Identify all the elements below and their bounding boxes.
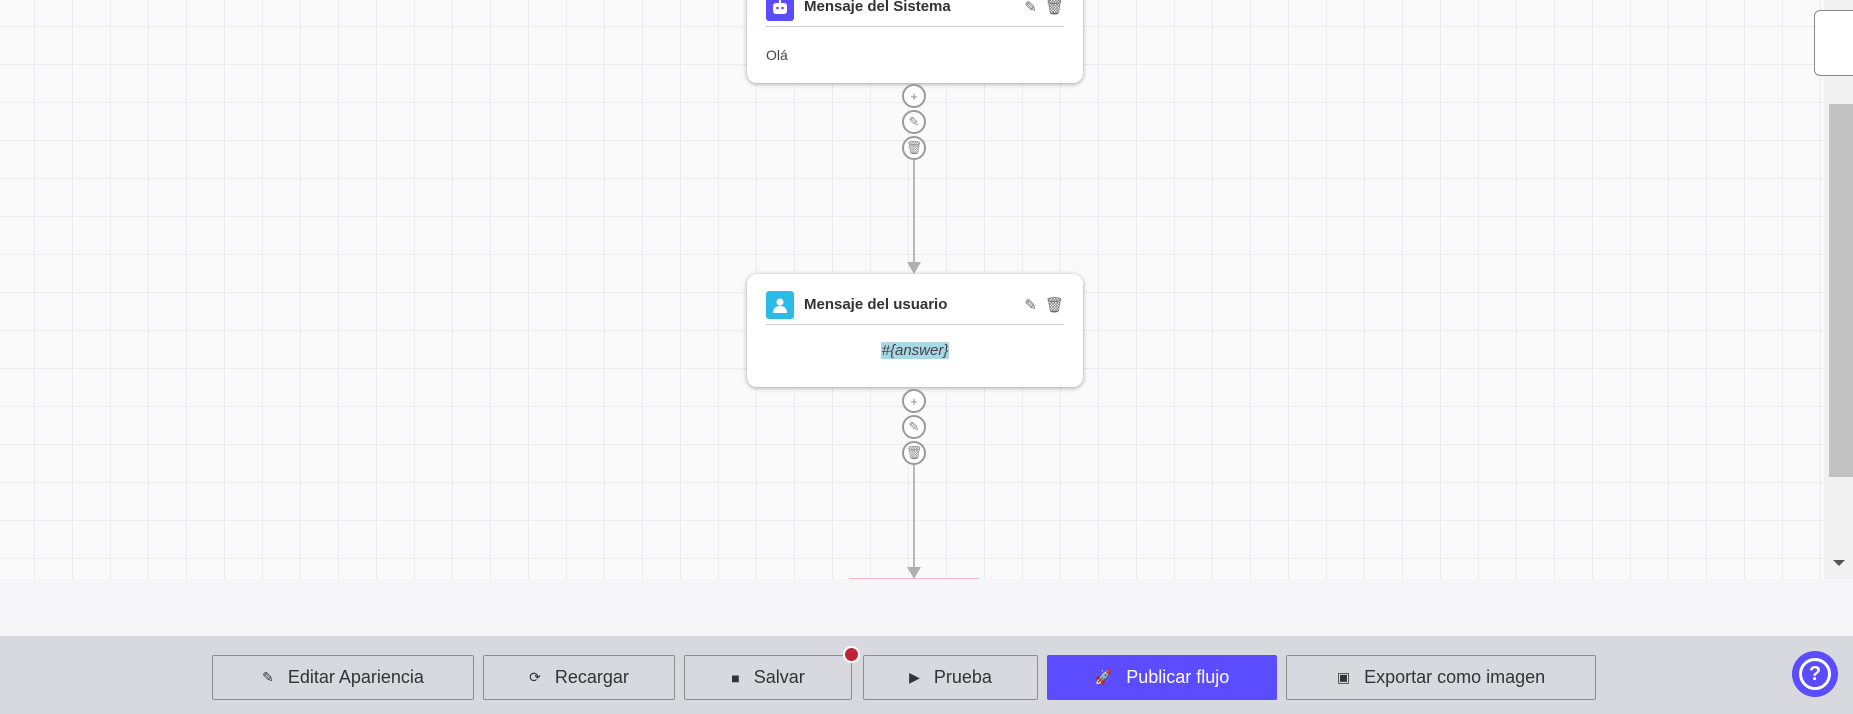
minimap-panel[interactable]: [1814, 10, 1853, 76]
connector-arrow: [907, 262, 921, 274]
scrollbar-thumb[interactable]: [1829, 104, 1853, 477]
edit-node-icon[interactable]: ✎: [1024, 296, 1037, 314]
delete-node-icon[interactable]: 🗑: [1044, 296, 1064, 314]
reload-button[interactable]: ⟳ Recargar: [483, 655, 675, 700]
edit-node-icon[interactable]: ✎: [1024, 0, 1037, 16]
node-user-message[interactable]: Mensaje del usuario ✎ 🗑 #{answer}: [747, 274, 1083, 387]
edit-icon: ✎: [262, 669, 274, 685]
connector-line: [913, 465, 915, 569]
edit-appearance-button[interactable]: ✎ Editar Apariencia: [212, 655, 474, 700]
edit-connection-icon[interactable]: ✎: [902, 415, 926, 439]
button-label: Editar Apariencia: [287, 667, 424, 687]
help-icon: ?: [1799, 658, 1831, 690]
button-label: Salvar: [753, 667, 805, 687]
button-label: Publicar flujo: [1126, 667, 1230, 687]
button-label: Exportar como imagen: [1364, 667, 1546, 687]
floppy-disk-icon: ■: [731, 669, 740, 686]
next-node-edge: [849, 578, 979, 579]
scroll-down-arrow-icon[interactable]: [1833, 560, 1845, 566]
rocket-icon: 🚀: [1094, 669, 1113, 685]
button-label: Recargar: [554, 667, 629, 687]
node-system-message[interactable]: Mensaje del Sistema ✎ 🗑 Olá: [747, 0, 1083, 83]
vertical-scrollbar[interactable]: [1824, 0, 1853, 579]
node-title: Mensaje del Sistema: [804, 0, 951, 15]
unsaved-changes-dot: [843, 646, 860, 663]
node-content: Olá: [766, 47, 788, 63]
image-icon: ▣: [1336, 669, 1351, 685]
export-image-button[interactable]: ▣ Exportar como imagen: [1286, 655, 1596, 700]
refresh-icon: ⟳: [529, 669, 541, 685]
help-button[interactable]: ?: [1792, 651, 1838, 697]
connector-arrow: [907, 567, 921, 579]
save-button[interactable]: ■ Salvar: [684, 655, 852, 700]
publish-flow-button[interactable]: 🚀 Publicar flujo: [1047, 655, 1277, 700]
delete-connection-icon[interactable]: 🗑: [902, 441, 926, 465]
delete-connection-icon[interactable]: 🗑: [902, 136, 926, 160]
delete-node-icon[interactable]: 🗑: [1044, 0, 1064, 16]
play-icon: ▶: [909, 669, 920, 685]
bottom-toolbar: ✎ Editar Apariencia ⟳ Recargar ■ Salvar ▶ Pr…: [0, 636, 1853, 714]
button-label: Prueba: [933, 667, 992, 687]
user-icon: [766, 290, 794, 319]
edit-connection-icon[interactable]: ✎: [902, 110, 926, 134]
robot-icon: [766, 0, 794, 21]
test-button[interactable]: ▶ Prueba: [863, 655, 1038, 700]
node-title: Mensaje del usuario: [804, 296, 948, 313]
connector-line: [913, 160, 915, 263]
add-node-icon[interactable]: +: [902, 389, 926, 413]
node-content: #{answer}: [880, 342, 950, 359]
flow-canvas[interactable]: Mensaje del Sistema ✎ 🗑 Olá + ✎ 🗑 Mensaj…: [0, 0, 1824, 579]
add-node-icon[interactable]: +: [902, 84, 926, 108]
